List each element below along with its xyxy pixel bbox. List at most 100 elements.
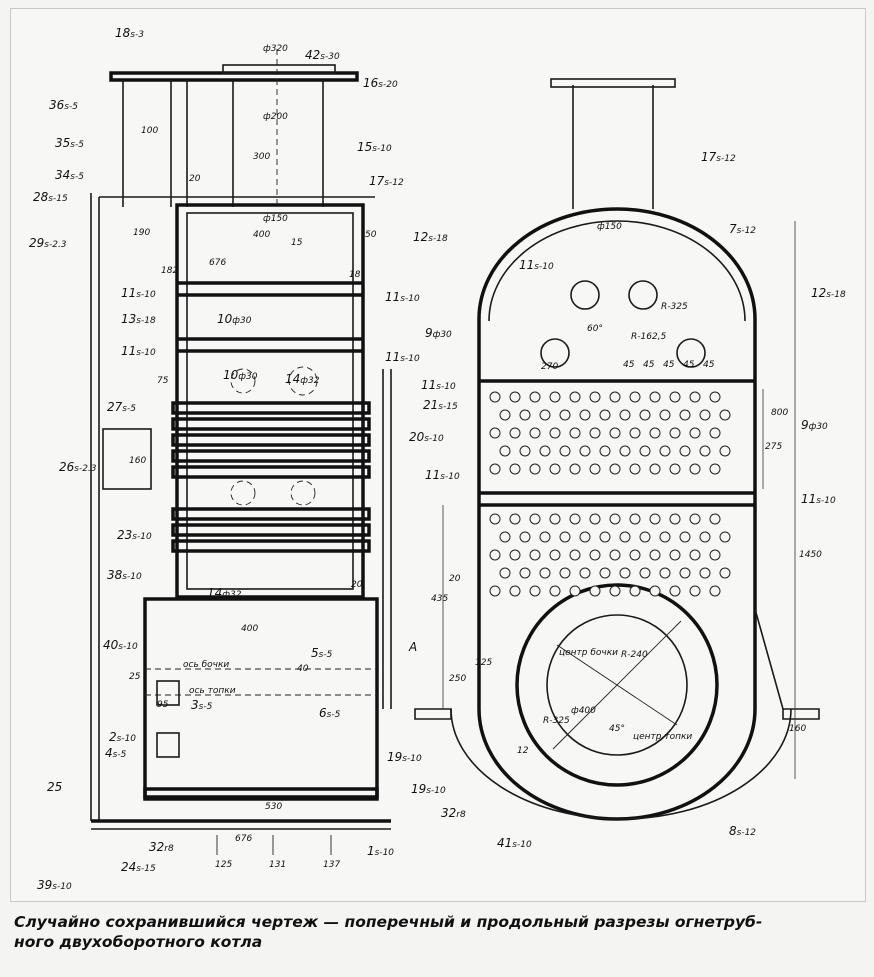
part-spec: s-5 xyxy=(327,710,341,720)
tube-grid-upper xyxy=(489,391,731,475)
tube-hole xyxy=(489,549,501,561)
tube-hole xyxy=(519,445,531,457)
part-label: 11 xyxy=(121,344,136,358)
tube-hole xyxy=(509,513,521,525)
tube-hole xyxy=(559,531,571,543)
tube-hole xyxy=(679,409,691,421)
tube-hole xyxy=(709,463,721,475)
tube-hole xyxy=(669,585,681,597)
dim-value: 45 xyxy=(663,360,675,370)
dim-value: R-162,5 xyxy=(631,332,667,342)
boiler-drawing: 18s-3 42s-30 16s-20 36s-5 35s-5 34s-5 28… xyxy=(10,8,866,902)
part-spec: s-2.3 xyxy=(44,240,67,250)
tube-hole xyxy=(569,391,581,403)
part-label: 14 xyxy=(207,586,222,600)
tube-hole xyxy=(539,409,551,421)
svg-text:32r8: 32r8 xyxy=(441,806,466,820)
part-label: 29 xyxy=(29,236,44,250)
tube-hole xyxy=(669,391,681,403)
dim-value: 435 xyxy=(431,594,448,604)
part-spec: s-2.3 xyxy=(74,464,97,474)
tube-hole xyxy=(549,427,561,439)
tube-hole xyxy=(489,391,501,403)
svg-text:27s-5: 27s-5 xyxy=(107,400,136,414)
tube-hole xyxy=(579,531,591,543)
dim-value: 131 xyxy=(269,860,286,870)
dim-value: 800 xyxy=(771,408,788,418)
tube-hole xyxy=(659,445,671,457)
tube-hole xyxy=(489,427,501,439)
part-label: 11 xyxy=(801,492,816,506)
part-spec: s-10 xyxy=(136,348,156,358)
svg-text:4s-5: 4s-5 xyxy=(105,746,127,760)
part-spec: s-5 xyxy=(199,702,213,712)
tube-hole xyxy=(689,585,701,597)
svg-text:26s-2.3: 26s-2.3 xyxy=(59,460,97,474)
part-spec: s-10 xyxy=(52,882,72,892)
tube-hole xyxy=(629,585,641,597)
caption-line-2: ного двухоборотного котла xyxy=(14,933,263,951)
part-label: 11 xyxy=(425,468,440,482)
tube-hole xyxy=(509,427,521,439)
tube-hole xyxy=(519,531,531,543)
dim-value: 275 xyxy=(765,442,782,452)
tube-hole xyxy=(589,391,601,403)
svg-text:10ф30: 10ф30 xyxy=(217,312,252,326)
tube-hole xyxy=(719,409,731,421)
tube-hole xyxy=(669,427,681,439)
tube-hole xyxy=(639,409,651,421)
dim-value: 20 xyxy=(189,174,201,184)
part-spec: s-30 xyxy=(320,52,340,62)
svg-text:8s-12: 8s-12 xyxy=(729,824,756,838)
part-spec: s-10 xyxy=(400,294,420,304)
dim-value: R-325 xyxy=(661,302,688,312)
part-spec: r8 xyxy=(164,844,174,854)
part-spec: s-5 xyxy=(70,140,84,150)
tube-hole xyxy=(609,463,621,475)
tube-hole xyxy=(529,427,541,439)
tube-hole xyxy=(629,549,641,561)
tube-hole xyxy=(599,567,611,579)
part-label: 20 xyxy=(409,430,425,444)
svg-text:36s-5: 36s-5 xyxy=(49,98,78,112)
part-spec: s-10 xyxy=(117,734,137,744)
caption-line-1: Случайно сохранившийся чертеж — поперечн… xyxy=(14,913,763,931)
part-spec: s-5 xyxy=(64,102,78,112)
part-label: 9 xyxy=(425,326,433,340)
svg-text:18s-3: 18s-3 xyxy=(115,26,144,40)
tube-hole xyxy=(649,549,661,561)
cross-section-drawing: 18s-3 42s-30 16s-20 36s-5 35s-5 34s-5 28… xyxy=(29,26,846,892)
dim-value: 400 xyxy=(241,624,258,634)
axis-note: ось бочки xyxy=(183,660,229,670)
tube-hole xyxy=(619,567,631,579)
tube-hole xyxy=(609,427,621,439)
part-spec: s-10 xyxy=(440,472,460,482)
part-spec: s-5 xyxy=(70,172,84,182)
tube-hole xyxy=(699,531,711,543)
fire-tubes-upper xyxy=(171,401,371,479)
part-label: 15 xyxy=(357,140,372,154)
part-label: 26 xyxy=(59,460,75,474)
part-label: 7 xyxy=(729,222,737,236)
tube-hole xyxy=(579,445,591,457)
part-label: 4 xyxy=(105,746,113,760)
tube-hole xyxy=(669,463,681,475)
svg-text:11s-10: 11s-10 xyxy=(121,286,156,300)
svg-text:11s-10: 11s-10 xyxy=(801,492,836,506)
tube-hole xyxy=(689,463,701,475)
dim-value: 190 xyxy=(133,228,150,238)
svg-text:38s-10: 38s-10 xyxy=(107,568,142,582)
tube-hole xyxy=(489,585,501,597)
dim-value: 300 xyxy=(253,152,270,162)
svg-text:39s-10: 39s-10 xyxy=(37,878,72,892)
tube-hole xyxy=(699,409,711,421)
svg-text:42s-30: 42s-30 xyxy=(305,48,340,62)
svg-text:6s-5: 6s-5 xyxy=(319,706,341,720)
tube-hole xyxy=(509,463,521,475)
part-label: 8 xyxy=(729,824,737,838)
tube-hole xyxy=(629,391,641,403)
center-note: центр топки xyxy=(633,732,692,742)
svg-text:23s-10: 23s-10 xyxy=(117,528,152,542)
part-label: 11 xyxy=(519,258,534,272)
dim-value: 100 xyxy=(141,126,158,136)
